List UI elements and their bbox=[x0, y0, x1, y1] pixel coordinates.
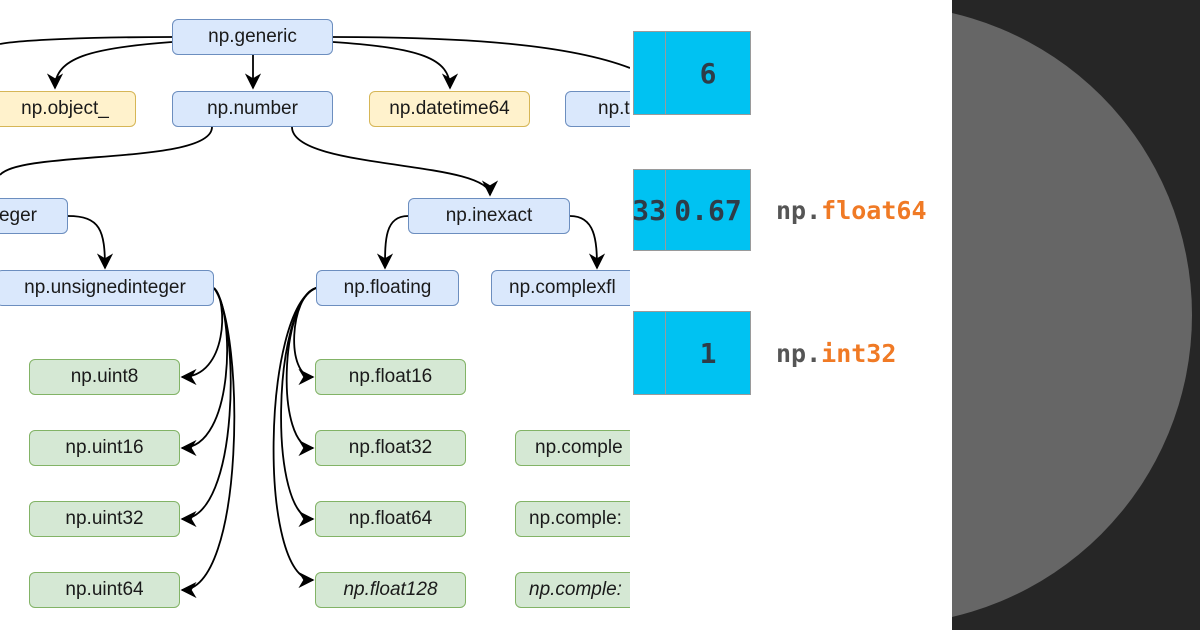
edge-number-inexact bbox=[291, 126, 499, 197]
node-np-integer: eger bbox=[0, 198, 68, 234]
node-np-float16: np.float16 bbox=[315, 359, 466, 395]
edge-floating-float32 bbox=[285, 287, 317, 457]
array-cell-value: 0.67 bbox=[665, 169, 751, 251]
node-np-complex128: np.comple: bbox=[515, 501, 630, 537]
edge-inexact-complex bbox=[569, 215, 606, 270]
node-np-datetime64: np.datetime64 bbox=[369, 91, 530, 127]
edge-floating-float128 bbox=[272, 287, 317, 589]
node-np-float64: np.float64 bbox=[315, 501, 466, 537]
node-np-generic: np.generic bbox=[172, 19, 333, 55]
edge-floating-float16 bbox=[293, 287, 317, 386]
edge-number-integer bbox=[0, 126, 213, 176]
array-cell-left bbox=[633, 311, 667, 395]
node-np-object: np.object_ bbox=[0, 91, 136, 127]
edge-inexact-floating bbox=[376, 215, 409, 270]
array-cell-left: 33 bbox=[633, 169, 667, 251]
edge-unsigned-uint64 bbox=[180, 287, 236, 599]
numpy-type-hierarchy-diagram: np.generic np.object_ np.number np.datet… bbox=[0, 19, 630, 608]
node-np-uint32: np.uint32 bbox=[29, 501, 180, 537]
edge-integer-unsigned bbox=[67, 215, 114, 270]
node-np-uint16: np.uint16 bbox=[29, 430, 180, 466]
node-np-timedelta64: np.t bbox=[565, 91, 630, 127]
dark-decorative-panel bbox=[952, 0, 1200, 630]
array-cell-left bbox=[633, 31, 667, 115]
array-cell-value: 6 bbox=[665, 31, 751, 115]
node-np-inexact: np.inexact bbox=[408, 198, 570, 234]
array-dtype-panel: 6 33 0.67 np.float64 1 np.int32 bbox=[630, 0, 952, 630]
node-np-number: np.number bbox=[172, 91, 333, 127]
array-cell-value: 1 bbox=[665, 311, 751, 395]
dtype-prefix: np. bbox=[776, 339, 822, 368]
diagram-edges bbox=[0, 36, 630, 599]
edge-generic-left bbox=[0, 36, 173, 45]
node-np-uint64: np.uint64 bbox=[29, 572, 180, 608]
dtype-type: float64 bbox=[821, 196, 927, 225]
edge-generic-datetime bbox=[332, 41, 459, 90]
dtype-prefix: np. bbox=[776, 196, 822, 225]
node-np-complex64: np.comple bbox=[515, 430, 630, 466]
edge-generic-object bbox=[46, 41, 173, 90]
node-np-uint8: np.uint8 bbox=[29, 359, 180, 395]
dtype-label: np.int32 bbox=[776, 339, 896, 368]
decorative-circle bbox=[952, 5, 1192, 625]
node-np-unsignedinteger: np.unsignedinteger bbox=[0, 270, 214, 306]
dtype-type: int32 bbox=[821, 339, 897, 368]
node-np-floating: np.floating bbox=[316, 270, 459, 306]
node-np-complexfloating: np.complexfl bbox=[491, 270, 630, 306]
node-np-float32: np.float32 bbox=[315, 430, 466, 466]
edge-generic-right bbox=[332, 36, 630, 69]
node-np-float128: np.float128 bbox=[315, 572, 466, 608]
edge-floating-float64 bbox=[280, 287, 317, 528]
edge-unsigned-uint32 bbox=[180, 287, 232, 528]
dtype-label: np.float64 bbox=[776, 196, 927, 225]
node-np-complex256: np.comple: bbox=[515, 572, 630, 608]
